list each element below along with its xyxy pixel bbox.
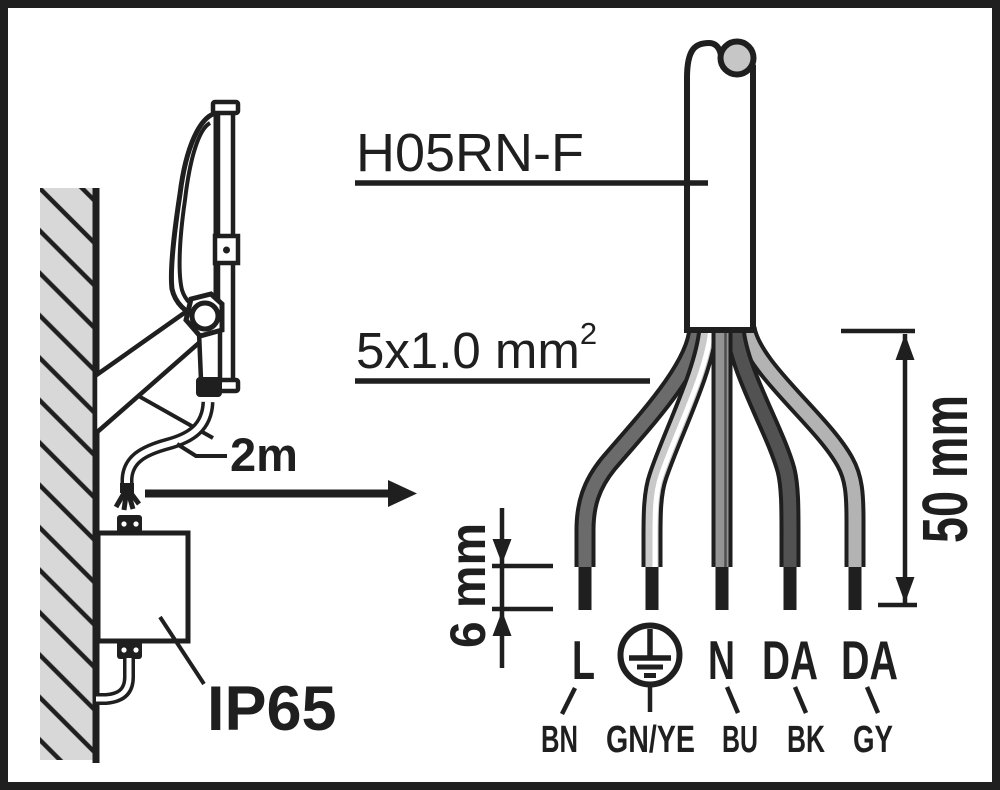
box-bottom-gland <box>117 640 142 659</box>
cross-section-label: 5x1.0 mm2 <box>356 316 597 379</box>
wall-hatching <box>40 188 97 760</box>
wire-gnye <box>645 327 715 567</box>
code-leaders <box>559 685 881 716</box>
ip-rating-leader <box>158 615 206 686</box>
terminal-label-n: N <box>708 629 735 691</box>
cable-type-label: H05RN-F <box>356 123 584 183</box>
gland-dot <box>121 647 127 653</box>
terminal-label-l: L <box>572 629 595 691</box>
terminal-label-da1: DA <box>762 629 818 691</box>
wall <box>40 188 100 763</box>
cable-sheath <box>684 39 756 333</box>
wire-code-gnye: GN/YE <box>606 719 695 761</box>
cable-length-leader <box>175 442 227 458</box>
wire-gnye-stripe <box>652 327 714 567</box>
junction-box <box>95 515 191 705</box>
box-bottom-cable-core <box>96 658 132 702</box>
wire-code-gy: GY <box>853 719 893 761</box>
tip-length-dimension: 6 mm <box>440 508 553 668</box>
arrow-up-icon <box>492 611 512 636</box>
protective-earth-icon <box>617 622 683 688</box>
gland-dot <box>133 647 139 653</box>
cross-section-callout: 5x1.0 mm2 <box>355 316 650 384</box>
box-body <box>95 530 191 644</box>
junction-knob-dot <box>223 246 230 254</box>
arrow-down-icon <box>492 539 512 564</box>
box-top-gland <box>117 515 142 534</box>
strip-length-label: 50 mm <box>909 395 981 543</box>
cable-detail <box>574 38 866 610</box>
wire-code-bu: BU <box>722 719 758 761</box>
arrow-down-icon <box>895 577 915 603</box>
flex-cable-core <box>124 401 211 490</box>
back-plate-top-cap <box>210 99 241 116</box>
cable-length-callout: 2m <box>175 428 298 481</box>
cable-length-label: 2m <box>230 428 298 481</box>
terminal-labels: L N DA DA <box>572 622 898 691</box>
wire-bn <box>578 327 705 567</box>
wires <box>574 325 866 567</box>
ip-rating-callout: IP65 <box>158 615 337 744</box>
wire-code-bn: BN <box>541 719 578 761</box>
gland-dot <box>121 521 127 527</box>
strip-length-dimension: 50 mm <box>841 328 981 608</box>
ip-rating-label: IP65 <box>207 674 337 744</box>
cable-type-callout: H05RN-F <box>355 123 708 186</box>
terminal-label-da2: DA <box>841 629 898 691</box>
wire-tips <box>578 565 862 610</box>
wire-code-bk: BK <box>787 719 825 761</box>
wire-gy <box>739 326 862 567</box>
tip-length-label: 6 mm <box>440 523 496 648</box>
cable-frayed-end <box>113 483 141 511</box>
arrow-right-icon <box>145 480 417 507</box>
lamp-body <box>168 109 219 322</box>
wire-bk <box>728 327 797 567</box>
cable-cut-end <box>717 38 757 78</box>
cable-gland <box>196 377 222 397</box>
gland-dot <box>133 521 139 527</box>
arrow-up-icon <box>895 334 915 360</box>
hinge-pivot <box>189 300 221 332</box>
wire-codes: BN GN/YE BU BK GY <box>541 719 893 761</box>
floodlight <box>92 99 241 511</box>
